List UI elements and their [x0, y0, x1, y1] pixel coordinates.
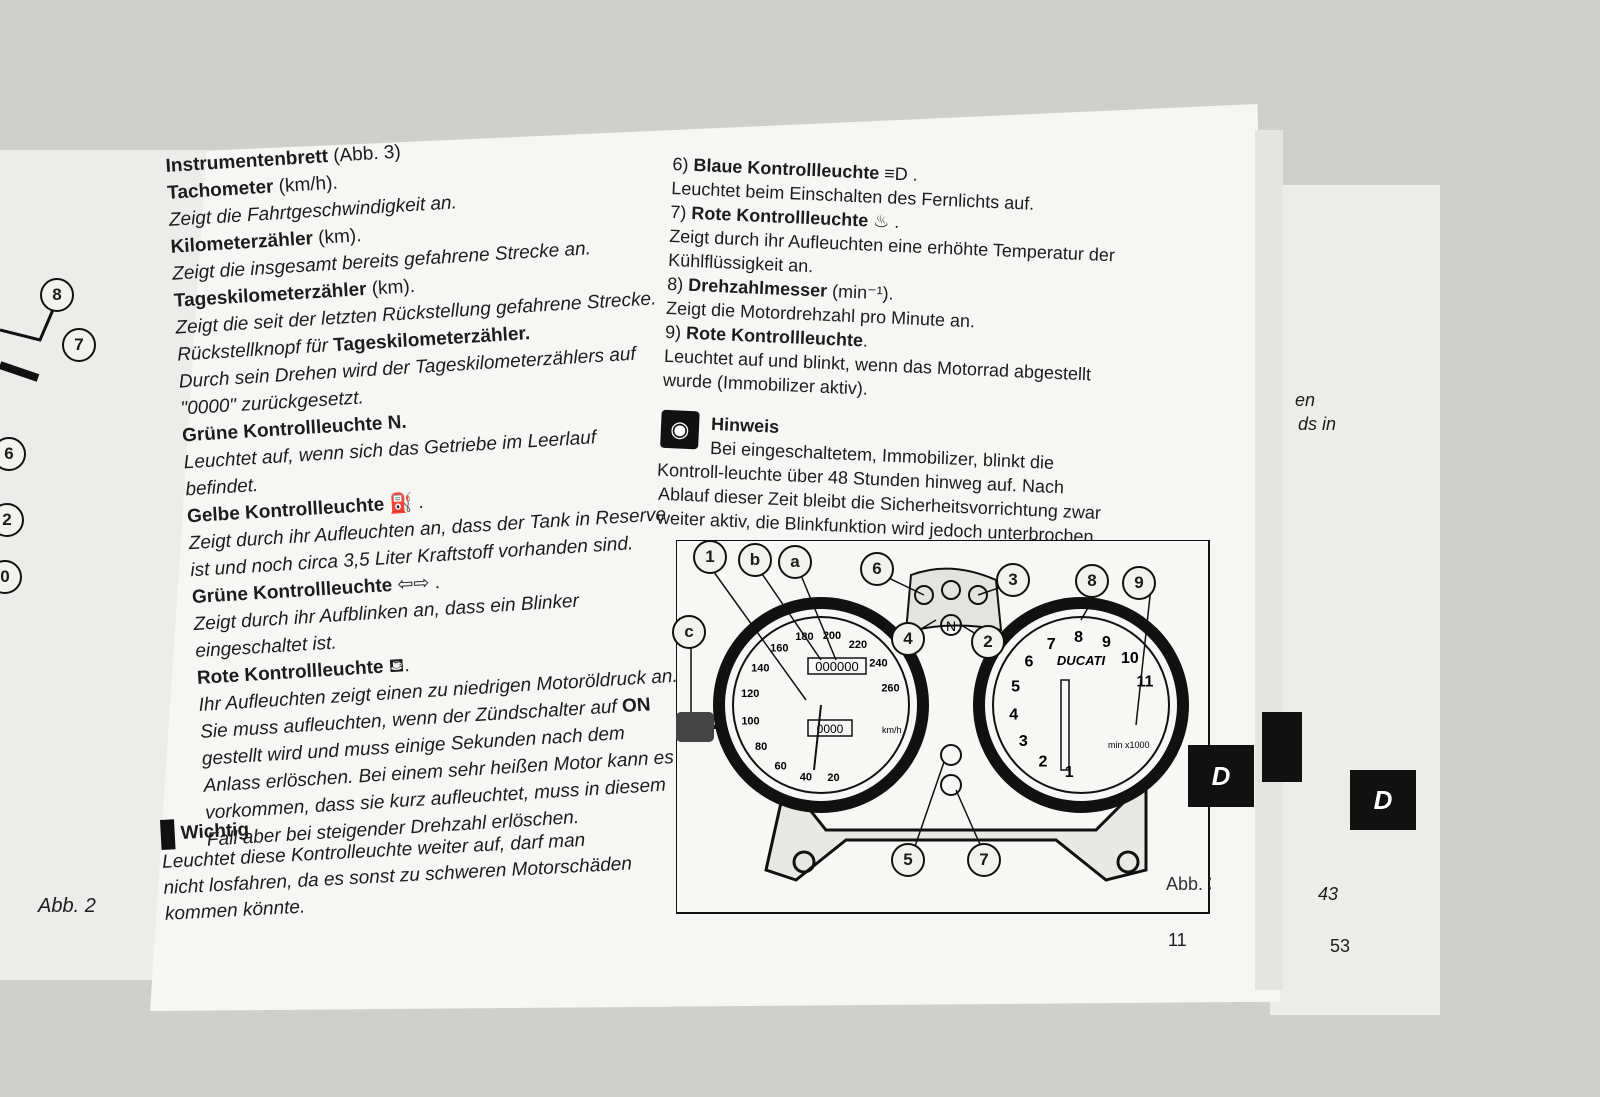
wichtig-title: Wichtig: [180, 819, 250, 844]
left-text-body: (km).: [365, 276, 416, 300]
item-number: 7): [669, 201, 692, 223]
speedo-tick-label: 20: [827, 772, 839, 784]
speedo-tick-label: 60: [774, 761, 786, 773]
item-number: 6): [672, 153, 694, 175]
item-body: ♨ .: [867, 210, 900, 232]
left-text-body: ⛽ .: [383, 491, 425, 516]
left-text-body: eingeschaltet ist.: [194, 632, 338, 663]
speedo-tick-label: 120: [741, 688, 759, 700]
speedo-tick-label: 40: [800, 771, 812, 783]
speedo-tick-label: 240: [869, 658, 887, 670]
text-fragment: ds in: [1298, 414, 1337, 434]
text-fragment: en: [1295, 390, 1316, 410]
speedo-odometer: 000000: [815, 659, 858, 674]
tacho-tick-label: 8: [1074, 629, 1083, 646]
figure-callout-5: 5: [891, 843, 925, 877]
speedo-tick-label: 160: [770, 642, 788, 654]
figure-callout-c: c: [672, 615, 706, 649]
tacho-unit: min x1000: [1108, 740, 1150, 750]
speedo-tick-label: 80: [755, 741, 767, 753]
speedo-unit: km/h: [882, 725, 902, 735]
wichtig-icon: [160, 819, 176, 850]
tacho-tick-label: 5: [1011, 678, 1020, 695]
back-page: [1270, 185, 1440, 1015]
left-text-body: (Abb. 3): [327, 141, 402, 168]
callout-8: 8: [40, 278, 74, 312]
tacho-brand: DUCATI: [1057, 653, 1106, 668]
item-body: .: [862, 330, 869, 351]
tacho-tick-label: 3: [1019, 733, 1028, 750]
tacho-tick-label: 4: [1009, 707, 1018, 724]
left-text-heading: Kilometerzähler: [170, 228, 314, 258]
tacho-tick-label: 7: [1047, 636, 1056, 653]
tacho-tick-label: 2: [1039, 753, 1048, 770]
language-tab: D: [1188, 745, 1254, 807]
tacho-tick-label: 9: [1102, 634, 1111, 651]
tacho-tick-label: 1: [1065, 764, 1074, 781]
left-text-body: (km/h).: [272, 172, 339, 198]
page-number-back: 53: [1330, 936, 1351, 956]
right-text-column: 6) Blaue Kontrollleuchte ≡D .Leuchtet be…: [657, 152, 1173, 551]
eye-icon: ◉: [660, 409, 700, 450]
left-text-emphasis: ON: [621, 694, 652, 718]
tacho-tick-label: 6: [1024, 653, 1033, 670]
tacho-tick-label: 10: [1121, 650, 1139, 667]
item-body: (min⁻¹).: [826, 280, 895, 304]
figure-callout-a: a: [778, 545, 812, 579]
left-text-body: Rückstellknopf für: [176, 335, 334, 366]
callout-7: 7: [62, 328, 96, 362]
speedo-tick-label: 140: [751, 662, 769, 674]
speedo-trip: 0000: [817, 722, 844, 736]
page-edge: [1255, 130, 1283, 990]
figure-caption-abb3: Abb. 3: [1166, 874, 1211, 894]
speedo-tick-label: 100: [741, 716, 759, 728]
left-page-drawing: [0, 304, 57, 382]
left-text-column: Instrumentenbrett (Abb. 3)Tachometer (km…: [165, 126, 687, 856]
figure-callout-8: 8: [1075, 564, 1109, 598]
speedo-tick-label: 220: [849, 639, 867, 651]
speedo-tick-label: 260: [881, 682, 899, 694]
tacho-tick-label: 11: [1136, 674, 1153, 691]
figure-callout-6: 6: [860, 552, 894, 586]
language-tab: D: [1350, 770, 1416, 830]
figure-callout-3: 3: [996, 563, 1030, 597]
item-number: 8): [666, 273, 689, 295]
left-text-heading: Tachometer: [166, 176, 275, 204]
figure-callout-b: b: [738, 543, 772, 577]
left-text-body: befindet.: [184, 474, 259, 501]
figure-callout-9: 9: [1122, 566, 1156, 600]
left-text-body: (km).: [312, 225, 363, 250]
figure-caption-abb2: Abb. 2: [38, 895, 96, 917]
page-number: 11: [1168, 930, 1187, 950]
figure-callout-7: 7: [967, 843, 1001, 877]
figure-callout-4: 4: [891, 622, 925, 656]
left-text-body: ⛾.: [382, 655, 411, 678]
figure-callout-2: 2: [971, 625, 1005, 659]
language-tab: [1262, 712, 1302, 782]
left-text-body: ⇦⇨ .: [391, 572, 441, 596]
neutral-label: N: [946, 618, 956, 634]
page-number-back: 43: [1318, 884, 1339, 904]
item-number: 9): [664, 321, 687, 343]
item-body: ≡D .: [878, 163, 919, 185]
figure-callout-1: 1: [693, 540, 727, 574]
callout-6: 6: [0, 437, 26, 471]
